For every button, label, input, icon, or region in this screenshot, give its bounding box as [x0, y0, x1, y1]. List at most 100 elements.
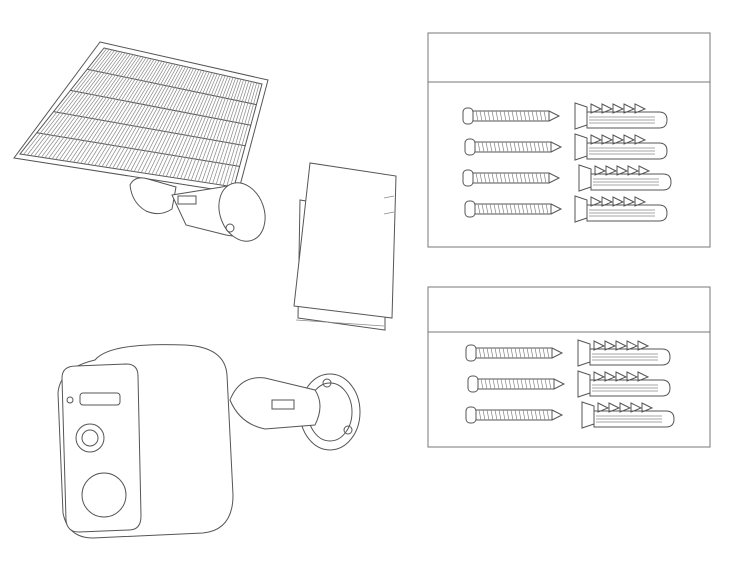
- screw-thread: [489, 203, 493, 215]
- screw-thread: [501, 141, 505, 153]
- screw-thread: [494, 347, 498, 359]
- cell-line: [44, 51, 123, 159]
- wall-screw-hole: [343, 425, 353, 435]
- manual-tab: [383, 211, 395, 215]
- anchor-barb: [627, 165, 640, 176]
- screw-thread: [488, 378, 492, 390]
- screw-thread: [534, 409, 538, 421]
- screw-thread: [548, 378, 552, 390]
- screw-thread: [537, 203, 541, 215]
- anchor-collar: [577, 370, 591, 398]
- anchor-barb: [626, 340, 639, 351]
- cell-line: [148, 69, 200, 174]
- screw-thread: [518, 347, 522, 359]
- screw-thread: [491, 172, 495, 184]
- screw-thread: [543, 110, 547, 122]
- cell-line: [87, 59, 155, 165]
- cell-line: [41, 51, 121, 158]
- screw-tip: [548, 110, 561, 122]
- cell-line: [130, 66, 186, 172]
- anchor-barb: [612, 134, 625, 145]
- screw-thread: [526, 347, 530, 359]
- screw-kit-small: [427, 286, 711, 448]
- cell-line: [187, 76, 229, 180]
- screw-tip: [550, 203, 563, 215]
- screw: [464, 138, 563, 156]
- manual-cover: [293, 162, 397, 319]
- screw-thread: [546, 409, 550, 421]
- cell-line: [23, 48, 107, 155]
- camera-mount-knob: [271, 399, 295, 410]
- anchor-barb: [637, 340, 650, 351]
- anchor-barb: [634, 134, 647, 145]
- cell-line: [137, 67, 192, 173]
- cell-line: [98, 61, 163, 167]
- screw-thread: [538, 409, 542, 421]
- anchor-collar: [574, 102, 588, 130]
- screw-tip: [553, 378, 566, 390]
- anchor-barb: [590, 103, 603, 114]
- anchor-barb: [604, 371, 617, 382]
- cell-line: [26, 48, 110, 156]
- anchor-barb: [619, 402, 632, 413]
- cell-line: [133, 67, 189, 172]
- screw-thread: [521, 141, 525, 153]
- anchor-barb: [597, 402, 610, 413]
- screw-thread: [510, 409, 514, 421]
- screw-thread: [540, 378, 544, 390]
- screw-thread: [511, 172, 515, 184]
- screw-thread: [524, 378, 528, 390]
- screw-thread: [482, 347, 486, 359]
- cell-line: [51, 53, 128, 160]
- screw-thread: [501, 203, 505, 215]
- anchor-collar: [577, 339, 591, 367]
- screw-thread: [531, 110, 535, 122]
- anchor-barb: [615, 371, 628, 382]
- cell-line: [126, 65, 184, 171]
- anchor-barb: [593, 371, 606, 382]
- screw-thread: [483, 110, 487, 122]
- screw-thread: [534, 347, 538, 359]
- anchor-barb: [593, 340, 606, 351]
- panel-mount-knob: [177, 195, 197, 205]
- screw-thread: [530, 409, 534, 421]
- screw-thread: [509, 141, 513, 153]
- screw-shaft: [477, 378, 555, 390]
- anchor-barb: [608, 402, 621, 413]
- screw: [464, 200, 563, 218]
- screw-thread: [523, 172, 527, 184]
- screw-thread: [517, 203, 521, 215]
- screw-thread: [508, 378, 512, 390]
- screw-thread: [525, 203, 529, 215]
- screw-thread: [513, 141, 517, 153]
- cell-line: [62, 55, 136, 161]
- cell-line: [58, 54, 134, 161]
- cell-line: [208, 79, 244, 184]
- cell-line: [69, 56, 142, 162]
- screw-thread: [496, 378, 500, 390]
- solar-panel-frame: [13, 41, 269, 194]
- cell-line: [30, 49, 113, 156]
- cell-line: [194, 77, 234, 182]
- screw-thread: [521, 203, 525, 215]
- cell-line: [155, 70, 205, 176]
- panel-wall-plate: [218, 182, 266, 242]
- screw-head: [462, 169, 474, 187]
- screw: [467, 375, 566, 393]
- screw-thread: [493, 141, 497, 153]
- screw-thread: [479, 172, 483, 184]
- screw: [465, 344, 564, 362]
- screw-thread: [536, 378, 540, 390]
- ir-light-bar: [79, 392, 121, 406]
- wall-anchor: [574, 195, 668, 223]
- screw-thread: [537, 141, 541, 153]
- screw-tip: [550, 141, 563, 153]
- cell-line: [112, 63, 173, 169]
- screw-shaft: [472, 172, 550, 184]
- screw-thread: [486, 409, 490, 421]
- screw: [462, 107, 561, 125]
- screw-thread: [482, 409, 486, 421]
- screw-thread: [503, 172, 507, 184]
- screw: [462, 169, 561, 187]
- screw-thread: [533, 203, 537, 215]
